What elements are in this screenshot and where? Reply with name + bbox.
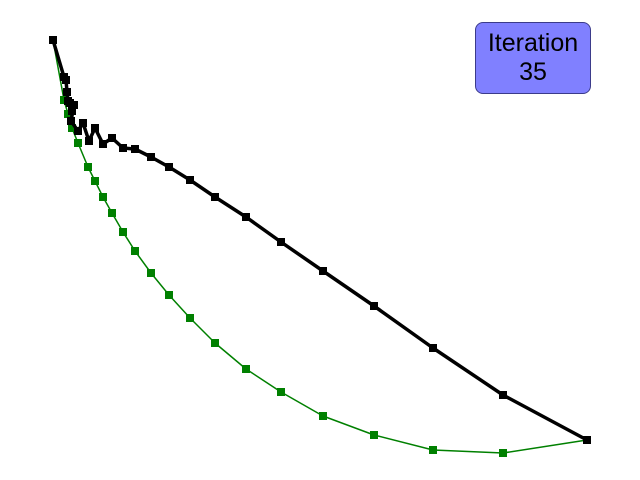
- iteration-label: Iteration: [487, 29, 579, 57]
- iterate-path-point: [119, 144, 127, 152]
- iterate-path-point: [63, 88, 71, 96]
- reference-path-point: [147, 269, 155, 277]
- iterate-path-point: [165, 163, 173, 171]
- iterate-path-series: [49, 36, 591, 444]
- reference-path-point: [165, 291, 173, 299]
- iterate-path-point: [277, 238, 285, 246]
- iterate-path-point: [370, 302, 378, 310]
- reference-path-point: [119, 228, 127, 236]
- iterate-path-point: [186, 176, 194, 184]
- series-layer: [49, 36, 591, 457]
- iterate-path-point: [74, 127, 82, 135]
- reference-path-point: [99, 193, 107, 201]
- reference-path-point: [131, 247, 139, 255]
- iterate-path-point: [319, 267, 327, 275]
- iterate-path-line: [51, 39, 588, 442]
- reference-path-point: [84, 163, 92, 171]
- iteration-value: 35: [519, 58, 547, 86]
- reference-path-point: [108, 209, 116, 217]
- reference-path-line: [52, 39, 588, 454]
- iterate-path-point: [131, 145, 139, 153]
- iterate-path-point: [499, 391, 507, 399]
- iterate-path-point: [70, 101, 78, 109]
- reference-path-point: [68, 124, 76, 132]
- iteration-badge: Iteration 35: [475, 22, 591, 94]
- reference-path-point: [370, 431, 378, 439]
- iterate-path-point: [108, 134, 116, 142]
- reference-path-point: [277, 388, 285, 396]
- reference-path-point: [319, 412, 327, 420]
- iterate-path-point: [583, 436, 591, 444]
- iterate-path-point: [79, 119, 87, 127]
- iterate-path-point: [68, 107, 76, 115]
- iterate-path-point: [49, 36, 57, 44]
- iterate-path-point: [67, 117, 75, 125]
- reference-path-point: [499, 449, 507, 457]
- iterate-path-point: [147, 153, 155, 161]
- iterate-path-point: [211, 193, 219, 201]
- iterate-path-point: [85, 137, 93, 145]
- reference-path-point: [91, 177, 99, 185]
- iterate-path-point: [62, 76, 70, 84]
- reference-path-point: [242, 365, 250, 373]
- iterate-path-point: [429, 344, 437, 352]
- iterate-path-point: [99, 140, 107, 148]
- reference-path-point: [74, 139, 82, 147]
- reference-path-point: [211, 339, 219, 347]
- reference-path-series: [49, 36, 591, 457]
- iterate-path-point: [91, 124, 99, 132]
- reference-path-point: [429, 446, 437, 454]
- reference-path-point: [186, 314, 194, 322]
- iterate-path-point: [242, 213, 250, 221]
